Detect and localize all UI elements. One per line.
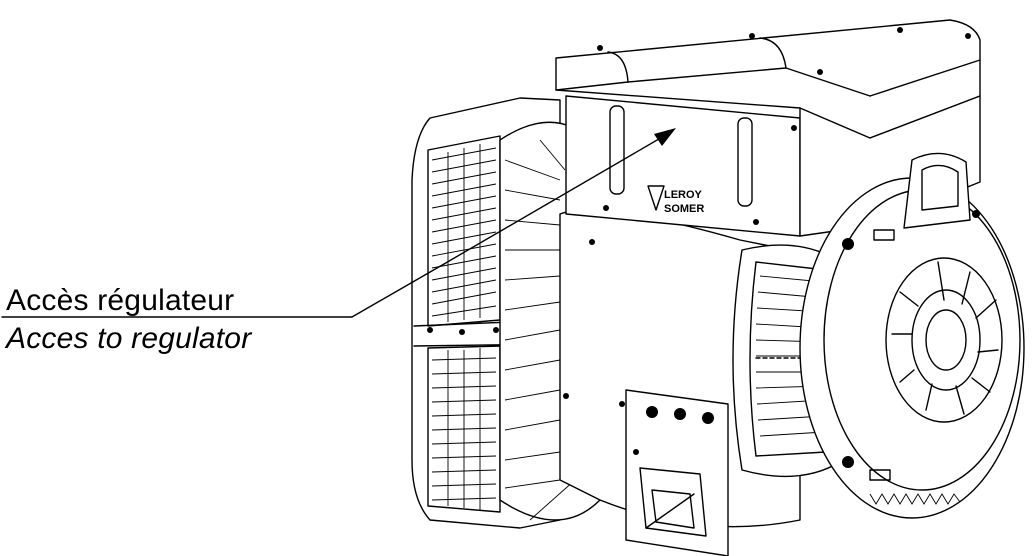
logo-line1: LEROY: [664, 189, 703, 201]
arrowhead-icon: [654, 128, 676, 146]
callout-label-fr: Accès régulateur: [6, 284, 235, 317]
callout-label-en: Acces to regulator: [6, 322, 252, 355]
leroy-somer-logo: LEROY SOMER: [647, 185, 704, 215]
logo-line2: SOMER: [664, 203, 704, 215]
terminal-box: [555, 19, 981, 237]
mounting-foot: [625, 389, 729, 556]
rear-grille-slots-lower: [431, 348, 497, 510]
callout-leader: [1, 128, 676, 318]
rear-grille-slots-upper: [431, 144, 497, 322]
front-bearing-shield: [799, 152, 1025, 519]
